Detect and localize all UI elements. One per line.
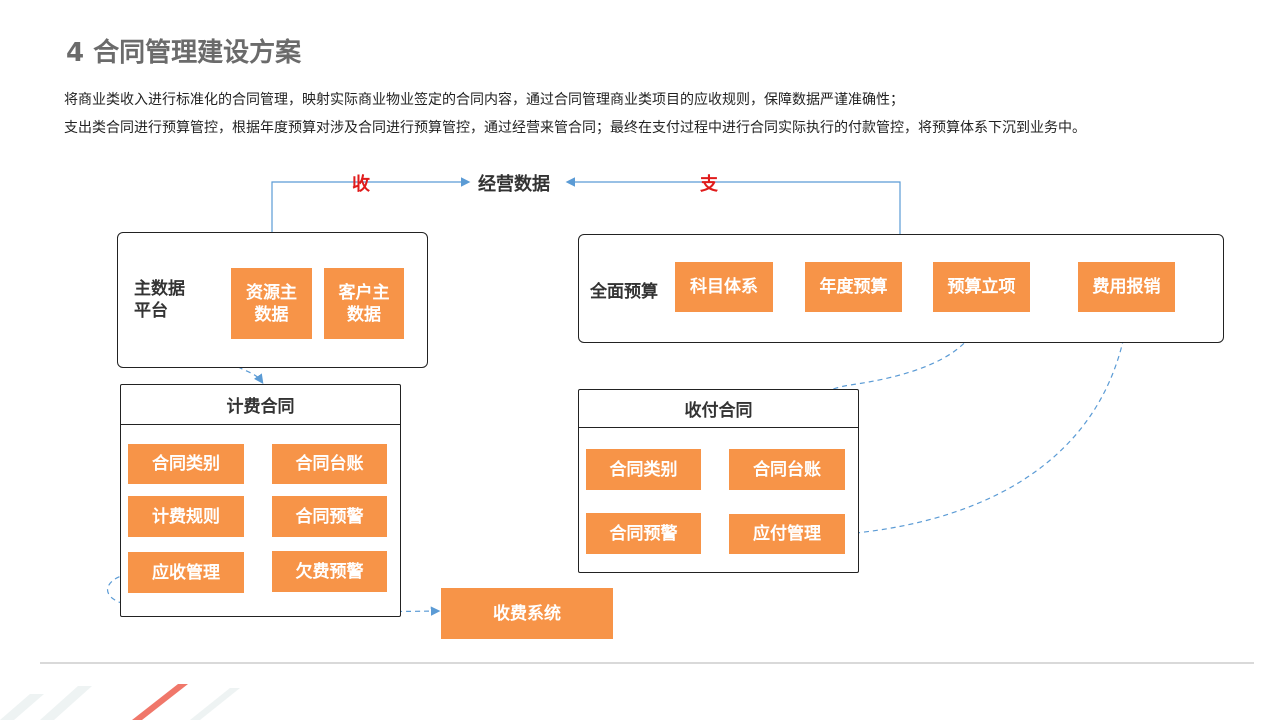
arrears-warning-box: 欠费预警	[272, 551, 387, 592]
budget-project-box: 预算立项	[933, 262, 1030, 312]
payment-contract-divider	[578, 427, 859, 428]
receivable-management-box: 应收管理	[128, 552, 244, 593]
resource-master-data-box: 资源主 数据	[231, 268, 312, 339]
expense-reimbursement-box: 费用报销	[1078, 262, 1175, 312]
payment-contract-warning-box: 合同预警	[586, 513, 701, 554]
master-data-platform-label: 主数据 平台	[134, 279, 185, 321]
expense-label: 支	[700, 174, 718, 195]
income-label: 收	[352, 174, 370, 195]
payable-management-box: 应付管理	[729, 514, 845, 554]
payment-contract-type-box: 合同类别	[586, 449, 701, 490]
income-connector	[271, 177, 471, 232]
footer-divider	[40, 662, 1254, 664]
billing-contract-label: 计费合同	[226, 397, 295, 417]
operating-data-label: 经营数据	[478, 174, 550, 195]
account-system-box: 科目体系	[675, 262, 773, 312]
annual-budget-box: 年度预算	[805, 262, 902, 312]
description-line-2: 支出类合同进行预算管控，根据年度预算对涉及合同进行预算管控，通过经营来管合同；最…	[64, 120, 1086, 136]
payment-contract-label: 收付合同	[684, 401, 753, 421]
payment-contract-ledger-box: 合同台账	[729, 449, 845, 490]
billing-contract-type-box: 合同类别	[128, 444, 244, 484]
expense-connector	[565, 177, 901, 234]
payable-to-reimbursement-connector	[845, 311, 1132, 535]
billing-contract-ledger-box: 合同台账	[272, 444, 387, 484]
billing-contract-divider	[120, 424, 401, 425]
footer-stripes-decoration	[0, 684, 240, 720]
comprehensive-budget-label: 全面预算	[590, 282, 658, 302]
customer-master-data-box: 客户主 数据	[324, 268, 404, 339]
page-title: 4 合同管理建设方案	[66, 38, 302, 68]
charge-system-box: 收费系统	[441, 588, 613, 639]
description-line-1: 将商业类收入进行标准化的合同管理，映射实际商业物业签定的合同内容，通过合同管理商…	[64, 92, 904, 108]
billing-rules-box: 计费规则	[128, 496, 244, 537]
billing-contract-warning-box: 合同预警	[272, 496, 387, 537]
